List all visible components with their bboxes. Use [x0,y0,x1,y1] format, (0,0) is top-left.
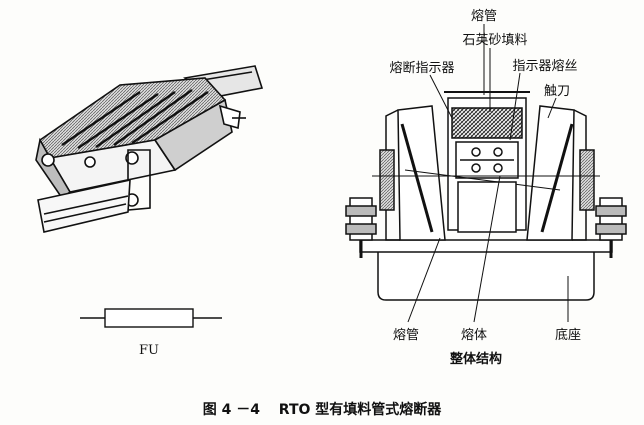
fuse-structure-drawing [345,91,627,301]
label-fuse-tube-top: 熔管 [471,9,497,24]
label-indicator-wire: 指示器熔丝 [512,59,577,74]
fuse-symbol-label: FU [139,343,159,358]
leader-lines [407,24,569,323]
label-fuse-indicator: 熔断指示器 [389,61,454,76]
fuse-symbol [80,308,222,328]
left-contact [397,105,446,241]
structure-subtitle: 整体结构 [449,351,502,367]
label-quartz-sand: 石英砂填料 [462,33,527,48]
label-base: 底座 [555,327,581,343]
label-fuse-body: 熔体 [461,328,487,343]
quartz-sand-filler [451,107,523,139]
figure-caption: 图 4 －4 RTO 型有填料管式熔断器 [203,401,443,418]
base-shape [377,249,595,301]
fuse-perspective-illustration [35,65,264,233]
label-contact-knife: 触刀 [544,84,570,99]
right-contact [526,105,575,241]
label-fuse-tube-bottom: 熔管 [393,328,419,343]
